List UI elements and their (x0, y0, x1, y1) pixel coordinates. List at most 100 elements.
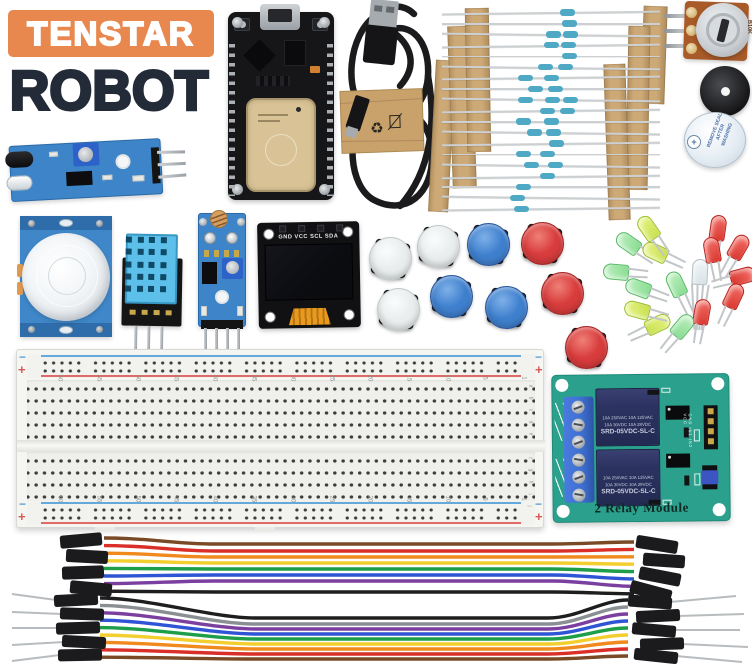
solder-pad (686, 25, 697, 36)
ir-flame-sensor-module (4, 136, 187, 208)
pot-leg (664, 29, 688, 33)
center-channel (17, 440, 545, 452)
male-pin (675, 655, 743, 663)
resistor-body (563, 96, 578, 103)
vent-hole (148, 236, 155, 244)
brand-name-top: TENSTAR (26, 14, 195, 53)
jumper-wire (99, 640, 629, 651)
male-pin (681, 643, 749, 648)
jumper-wire (99, 625, 629, 641)
column-number: 20 (366, 374, 373, 382)
resistor-body (545, 96, 560, 103)
ir-led-black (4, 150, 34, 169)
vent-hole (160, 249, 167, 256)
column-number: 5 (481, 496, 488, 501)
buzzer-hole (721, 87, 730, 96)
voltage-regulator (284, 40, 306, 66)
smd-capacitor (310, 66, 320, 73)
push-button-blue (467, 223, 510, 266)
led-lead (650, 287, 670, 297)
plus-icon: + (687, 135, 701, 149)
led-lead (647, 294, 668, 303)
potentiometer: B10K (664, 0, 752, 64)
female-connector (59, 532, 103, 549)
jumper-wire (99, 596, 629, 620)
mount-hole (319, 17, 330, 28)
vent-hole (125, 273, 132, 280)
transistor (684, 475, 690, 486)
terminal-screw (572, 470, 586, 484)
jumper-wire (99, 647, 629, 656)
led-body (602, 262, 630, 282)
smd-resistor (132, 175, 145, 182)
power-rail-bottom (27, 501, 535, 525)
column-number: 30 (289, 495, 296, 502)
minus-symbol: − (19, 497, 27, 511)
resistor-pack (428, 2, 680, 221)
column-number: 45 (172, 374, 179, 382)
sensor-pin (157, 150, 186, 154)
pir-motion-sensor (17, 216, 112, 337)
solder-pad (141, 309, 148, 315)
smd-resistor (237, 306, 243, 316)
resistor-body (544, 118, 559, 125)
silkscreen-box (693, 429, 700, 442)
minus-symbol: − (535, 350, 543, 364)
resistor-body (514, 205, 529, 212)
screw (96, 220, 103, 227)
silkscreen-box (694, 473, 701, 486)
row-letter: a (527, 384, 534, 388)
column-number: 60 (56, 495, 63, 502)
jumper-wire (103, 543, 635, 553)
rail-holes (41, 515, 521, 521)
input-pin-header (703, 405, 719, 450)
relay-module-title: 2 Relay Module (594, 499, 689, 516)
vent-hole (136, 273, 143, 280)
resistor-body (560, 9, 575, 16)
pin-header-right (327, 44, 333, 196)
jumper-wire (99, 618, 629, 636)
row-letter: e (527, 432, 534, 436)
jumper-wire (99, 603, 629, 626)
row-letter: d (527, 420, 534, 424)
led-lead (709, 262, 716, 283)
column-number: 15 (405, 374, 412, 382)
positive-line (41, 375, 521, 377)
resistor-body (538, 63, 553, 71)
row-letter: j (526, 505, 533, 507)
terminal-block-top (27, 380, 535, 440)
push-button-white (377, 288, 420, 331)
vent-hole (159, 286, 166, 293)
mount-hole (232, 184, 243, 195)
plus-symbol: + (18, 509, 26, 524)
led-green (602, 262, 649, 282)
jumper-wire (99, 654, 629, 661)
male-pin (677, 613, 745, 617)
column-number: 50 (133, 374, 140, 382)
trimmer-pot (72, 142, 100, 167)
resistor-body (549, 140, 564, 147)
resistor-body (560, 107, 575, 114)
relay-rating-2: 10A 30VDC 10A 28VDC (604, 482, 652, 488)
vent-hole (125, 236, 132, 243)
vent-hole (125, 248, 132, 255)
relay-2: 10A 250VAC 10A 125VAC 10A 30VDC 10A 28VD… (596, 448, 661, 507)
vent-hole (159, 261, 167, 268)
resistor-body (561, 42, 576, 49)
timing-capacitor (17, 264, 23, 277)
smd-components (256, 76, 290, 86)
plus-symbol: + (18, 362, 26, 377)
terminal-screw (571, 435, 586, 449)
usb-cable: ♻ (339, 0, 436, 210)
push-button-blue (485, 286, 528, 329)
resistor-body (527, 129, 542, 136)
jumper-wire (99, 633, 629, 646)
micro-usb-slot (268, 9, 292, 22)
comparator-ic (202, 262, 217, 284)
column-number: 5 (481, 376, 488, 380)
rail-holes (41, 360, 521, 366)
header-pin (279, 225, 287, 233)
plus-symbol: + (535, 509, 543, 524)
